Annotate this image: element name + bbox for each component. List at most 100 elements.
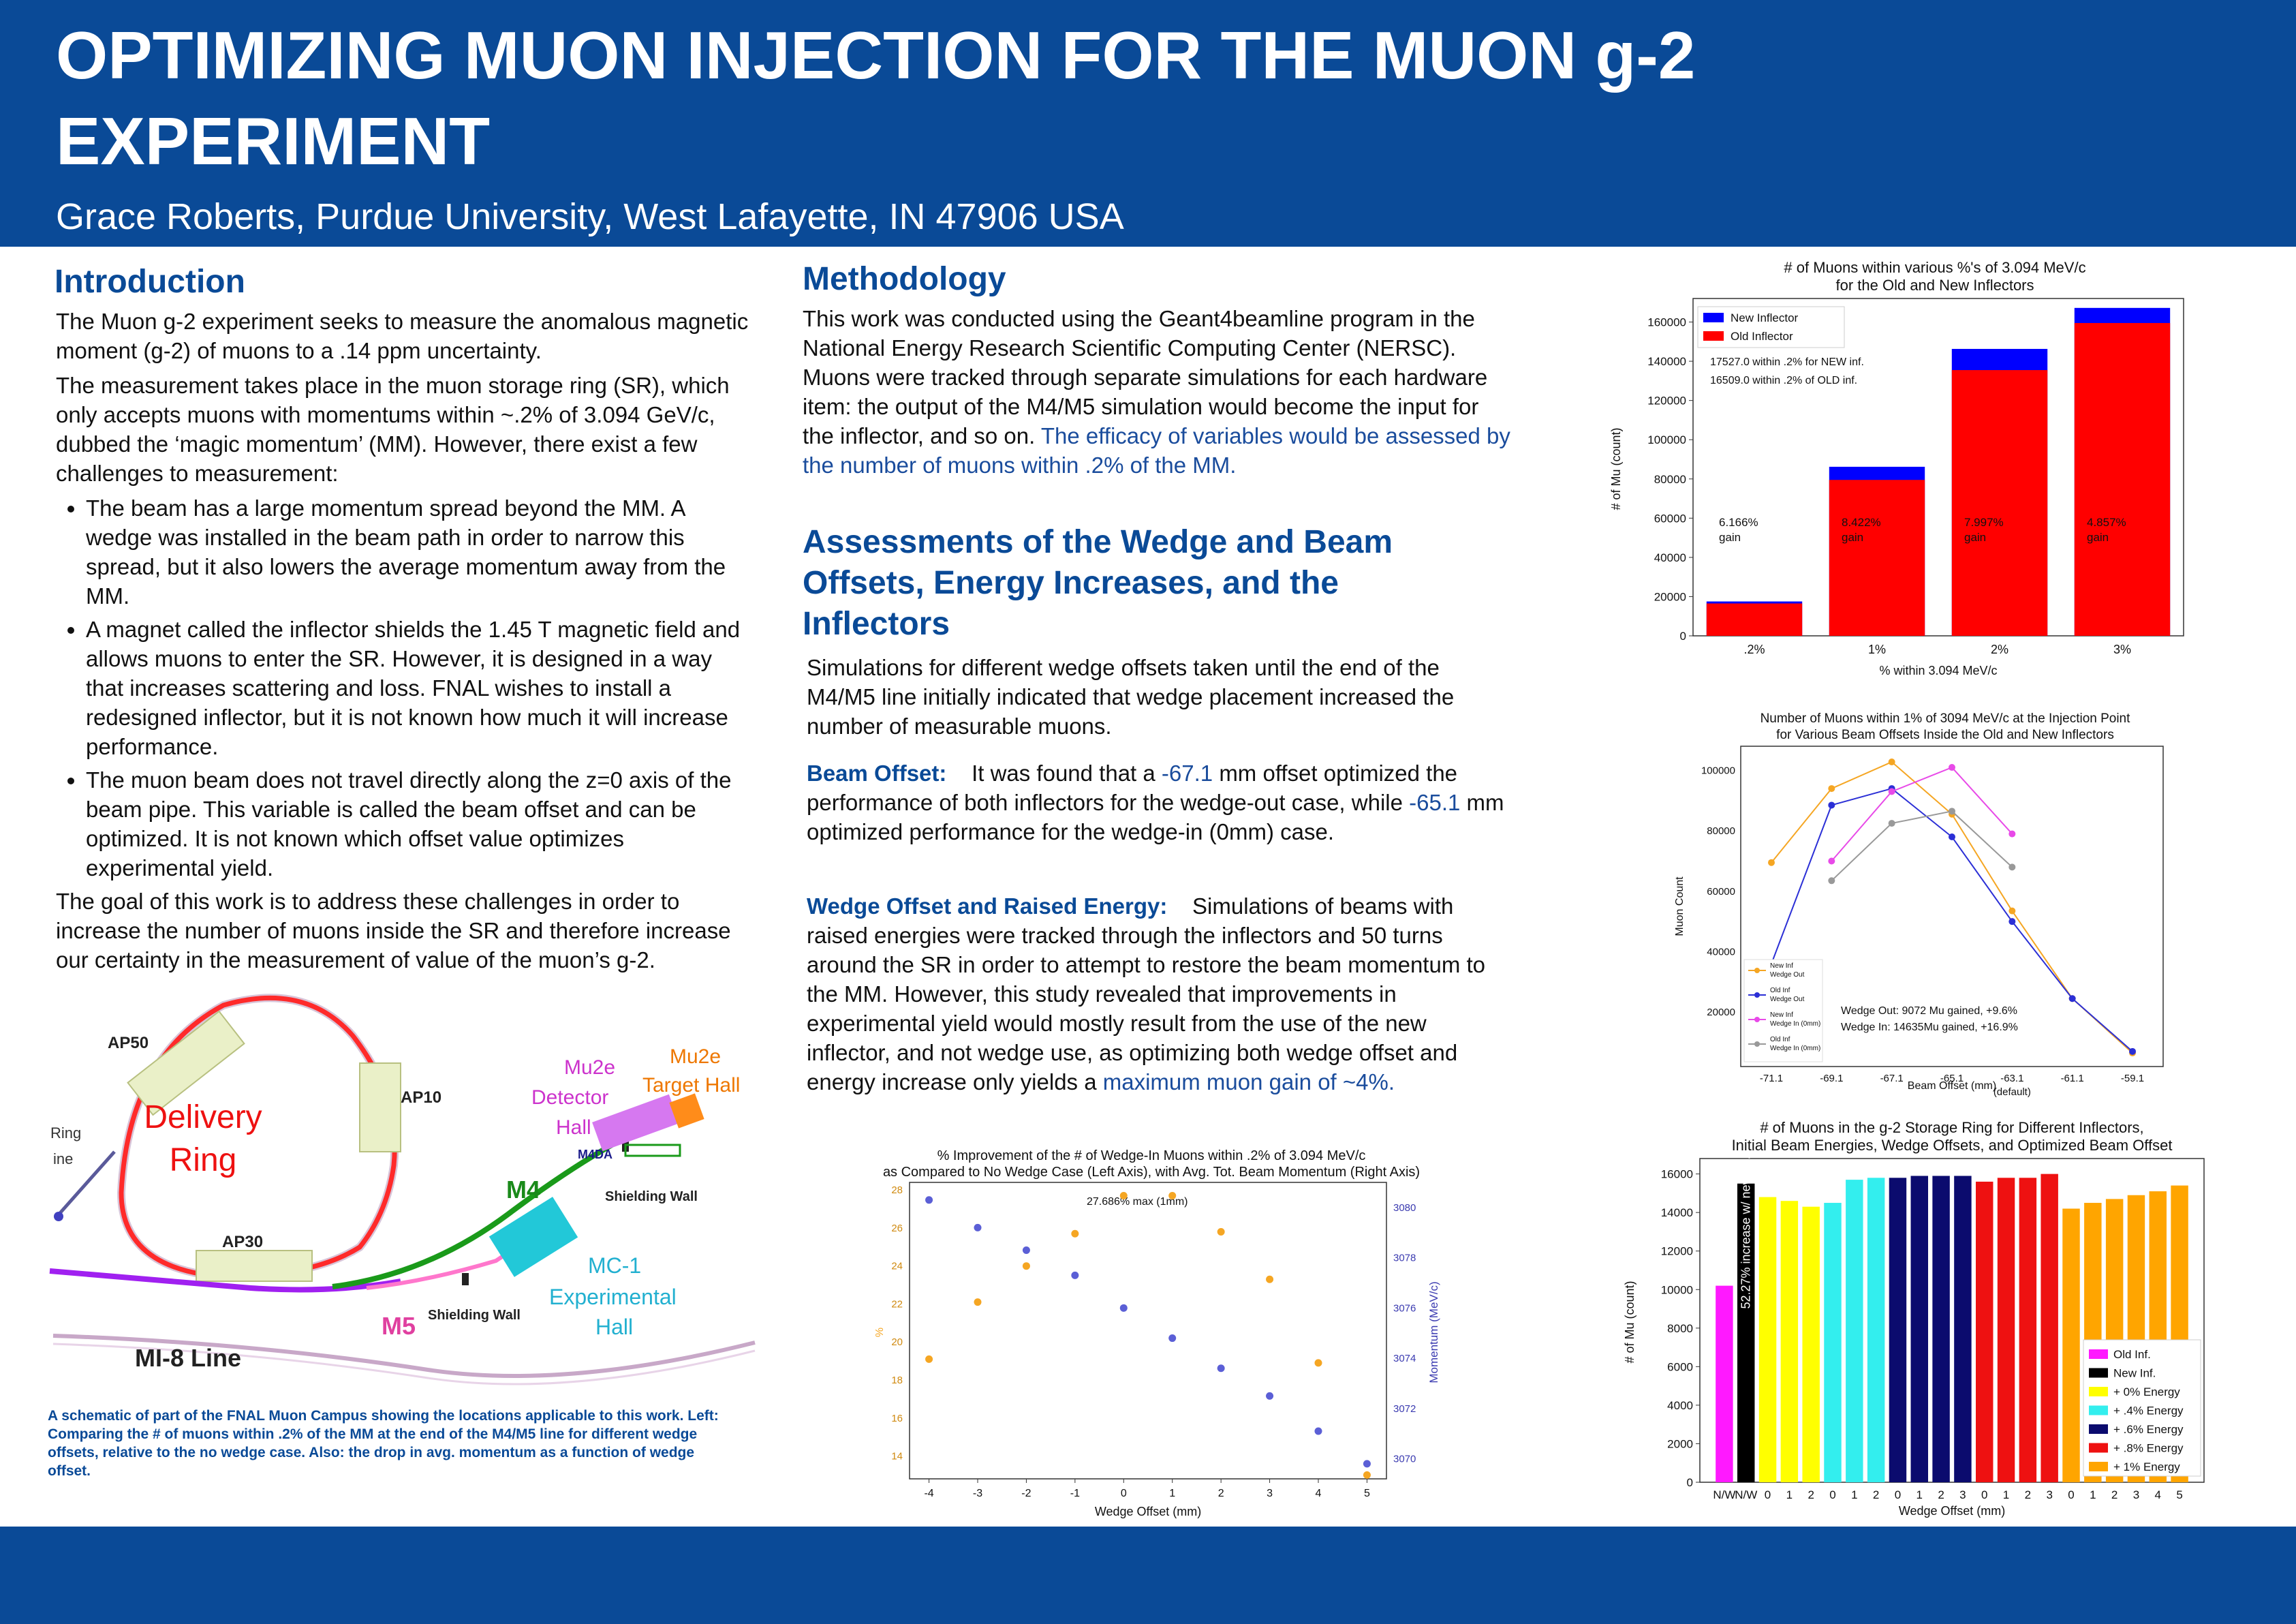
ap10-label: AP10 <box>401 1088 441 1107</box>
x-axis-label: % within 3.094 MeV/c <box>1879 664 1997 677</box>
chart-note: Wedge Out: 9072 Mu gained, +9.6% <box>1841 1005 2017 1017</box>
x-tick-label: 0 <box>1829 1488 1835 1501</box>
introduction-body: The Muon g-2 experiment seeks to measure… <box>56 307 751 980</box>
y-axis-right-label: Momentum (MeV/c) <box>1427 1281 1440 1383</box>
legend-label: + .8% Energy <box>2113 1442 2184 1455</box>
ring-line-label: ine <box>53 1150 73 1167</box>
series-point <box>1828 877 1835 885</box>
y-tick-label: 120000 <box>1647 395 1686 408</box>
chart-title: # of Muons in the g-2 Storage Ring for D… <box>1760 1119 2143 1136</box>
bar-old-inflector <box>1951 370 2048 636</box>
y-axis-label: Muon Count <box>1674 876 1686 936</box>
y-right-tick-label: 3070 <box>1393 1454 1416 1465</box>
mu2e-target-label: Mu2e <box>670 1045 721 1068</box>
series-point <box>1828 801 1835 809</box>
legend-label: Wedge In (0mm) <box>1770 1020 1820 1028</box>
series-point <box>2068 995 2076 1002</box>
series-point <box>2008 907 2016 915</box>
wedge-offset-text: Simulations of beams with raised energie… <box>807 893 1486 1094</box>
y-tick-label: 10000 <box>1661 1283 1693 1296</box>
poster-title: OPTIMIZING MUON INJECTION FOR THE MUON g… <box>56 18 1696 179</box>
x-tick-label: 2 <box>1218 1488 1224 1499</box>
challenge-item: A magnet called the inflector shields th… <box>86 615 751 761</box>
series-point <box>1828 785 1835 793</box>
x-tick-label: -71.1 <box>1760 1073 1783 1084</box>
series-line <box>1831 766 2013 862</box>
legend-label: New Inflector <box>1731 311 1799 324</box>
wedge-offset-label: Wedge Offset and Raised Energy: <box>807 893 1168 919</box>
scatter-point <box>1168 1192 1177 1200</box>
y-tick-label: 80000 <box>1707 825 1735 837</box>
challenge-item: The beam has a large momentum spread bey… <box>86 493 751 611</box>
bar <box>1889 1178 1907 1482</box>
methodology-text-highlight: The efficacy of variables would be asses… <box>803 423 1510 478</box>
y-tick-label: 26 <box>891 1223 903 1234</box>
gain-label: gain <box>1842 531 1863 544</box>
wedge-improvement-scatter-chart: % Improvement of the # of Wedge-In Muons… <box>874 1148 1440 1518</box>
series-point <box>1768 859 1775 866</box>
scatter-point <box>1266 1275 1274 1283</box>
bar <box>1758 1197 1777 1482</box>
x-tick-label: 1% <box>1868 643 1886 656</box>
scatter-point <box>1363 1460 1371 1468</box>
bar <box>1737 1183 1755 1482</box>
legend-label: + .4% Energy <box>2113 1405 2184 1418</box>
legend-label: Wedge Out <box>1770 971 1805 979</box>
x-tick-label: 2 <box>1873 1488 1879 1501</box>
beam-offset-text: mm optimized performance for the wedge-i… <box>807 790 1504 844</box>
x-tick-label: 4 <box>1316 1488 1322 1499</box>
x-tick-label: 0 <box>1981 1488 1987 1501</box>
shielding-wall-label: Shielding Wall <box>428 1308 521 1323</box>
footer-banner <box>0 1527 2296 1624</box>
x-axis-label: Wedge Offset (mm) <box>1095 1505 1201 1518</box>
chart-title: for the Old and New Inflectors <box>1835 277 2034 294</box>
scatter-point <box>1071 1271 1079 1279</box>
legend-label: Wedge In (0mm) <box>1770 1045 1820 1052</box>
series-point <box>1949 833 1955 841</box>
bar <box>1932 1176 1950 1482</box>
y-tick-label: 6000 <box>1667 1360 1693 1373</box>
chart-title: for Various Beam Offsets Inside the Old … <box>1776 728 2114 742</box>
scatter-point <box>1071 1229 1079 1238</box>
y-tick-label: 20000 <box>1707 1007 1735 1018</box>
series-point <box>1828 857 1835 865</box>
x-tick-label: 3 <box>2133 1488 2139 1501</box>
x-axis-label: Beam Offset (mm) <box>1908 1080 1996 1092</box>
x-tick-label: -1 <box>1070 1488 1080 1499</box>
x-tick-label: 1 <box>1917 1488 1923 1501</box>
poster-authors: Grace Roberts, Purdue University, West L… <box>56 196 1124 237</box>
x-tick-label: 3 <box>2046 1488 2052 1501</box>
y-tick-label: 2000 <box>1667 1437 1693 1450</box>
y-tick-label: 60000 <box>1654 512 1686 525</box>
y-tick-label: 12000 <box>1661 1245 1693 1258</box>
legend-items: Old Inf.New Inf.+ 0% Energy+ .4% Energy+… <box>2089 1348 2184 1473</box>
y-tick-label: 0 <box>1680 630 1686 643</box>
bar <box>2019 1178 2037 1482</box>
x-tick-label: 1 <box>1169 1488 1175 1499</box>
x-tick-label: 2% <box>1991 643 2008 656</box>
beam-offset-label: Beam Offset: <box>807 761 947 786</box>
scatter-point <box>1119 1304 1128 1312</box>
mu2e-detector-label: Detector <box>531 1086 608 1109</box>
chart-annotation: 27.686% max (1mm) <box>1087 1196 1188 1208</box>
wedge-offset-paragraph: Wedge Offset and Raised Energy: Simulati… <box>807 891 1508 1097</box>
x-tick-label: 5 <box>2176 1488 2182 1501</box>
bar <box>2062 1208 2080 1482</box>
bar <box>1954 1176 1972 1482</box>
legend-label: New Inf <box>1770 962 1793 970</box>
bar <box>1976 1181 1994 1482</box>
gain-label: gain <box>1964 531 1986 544</box>
x-tick-label: N/W <box>1713 1488 1735 1501</box>
legend-label: + 0% Energy <box>2113 1385 2180 1398</box>
bar <box>1780 1201 1799 1482</box>
y-tick-label: 24 <box>891 1261 903 1272</box>
y-tick-label: 80000 <box>1654 473 1686 486</box>
x-tick-label: 0 <box>1765 1488 1771 1501</box>
scatter-point <box>1217 1364 1225 1373</box>
x-axis-label: Wedge Offset (mm) <box>1899 1504 2005 1518</box>
y-tick-label: 20 <box>891 1336 903 1348</box>
challenge-list: The beam has a large momentum spread bey… <box>56 493 751 883</box>
y-right-tick-label: 3080 <box>1393 1202 1416 1214</box>
bar <box>1997 1178 2015 1482</box>
